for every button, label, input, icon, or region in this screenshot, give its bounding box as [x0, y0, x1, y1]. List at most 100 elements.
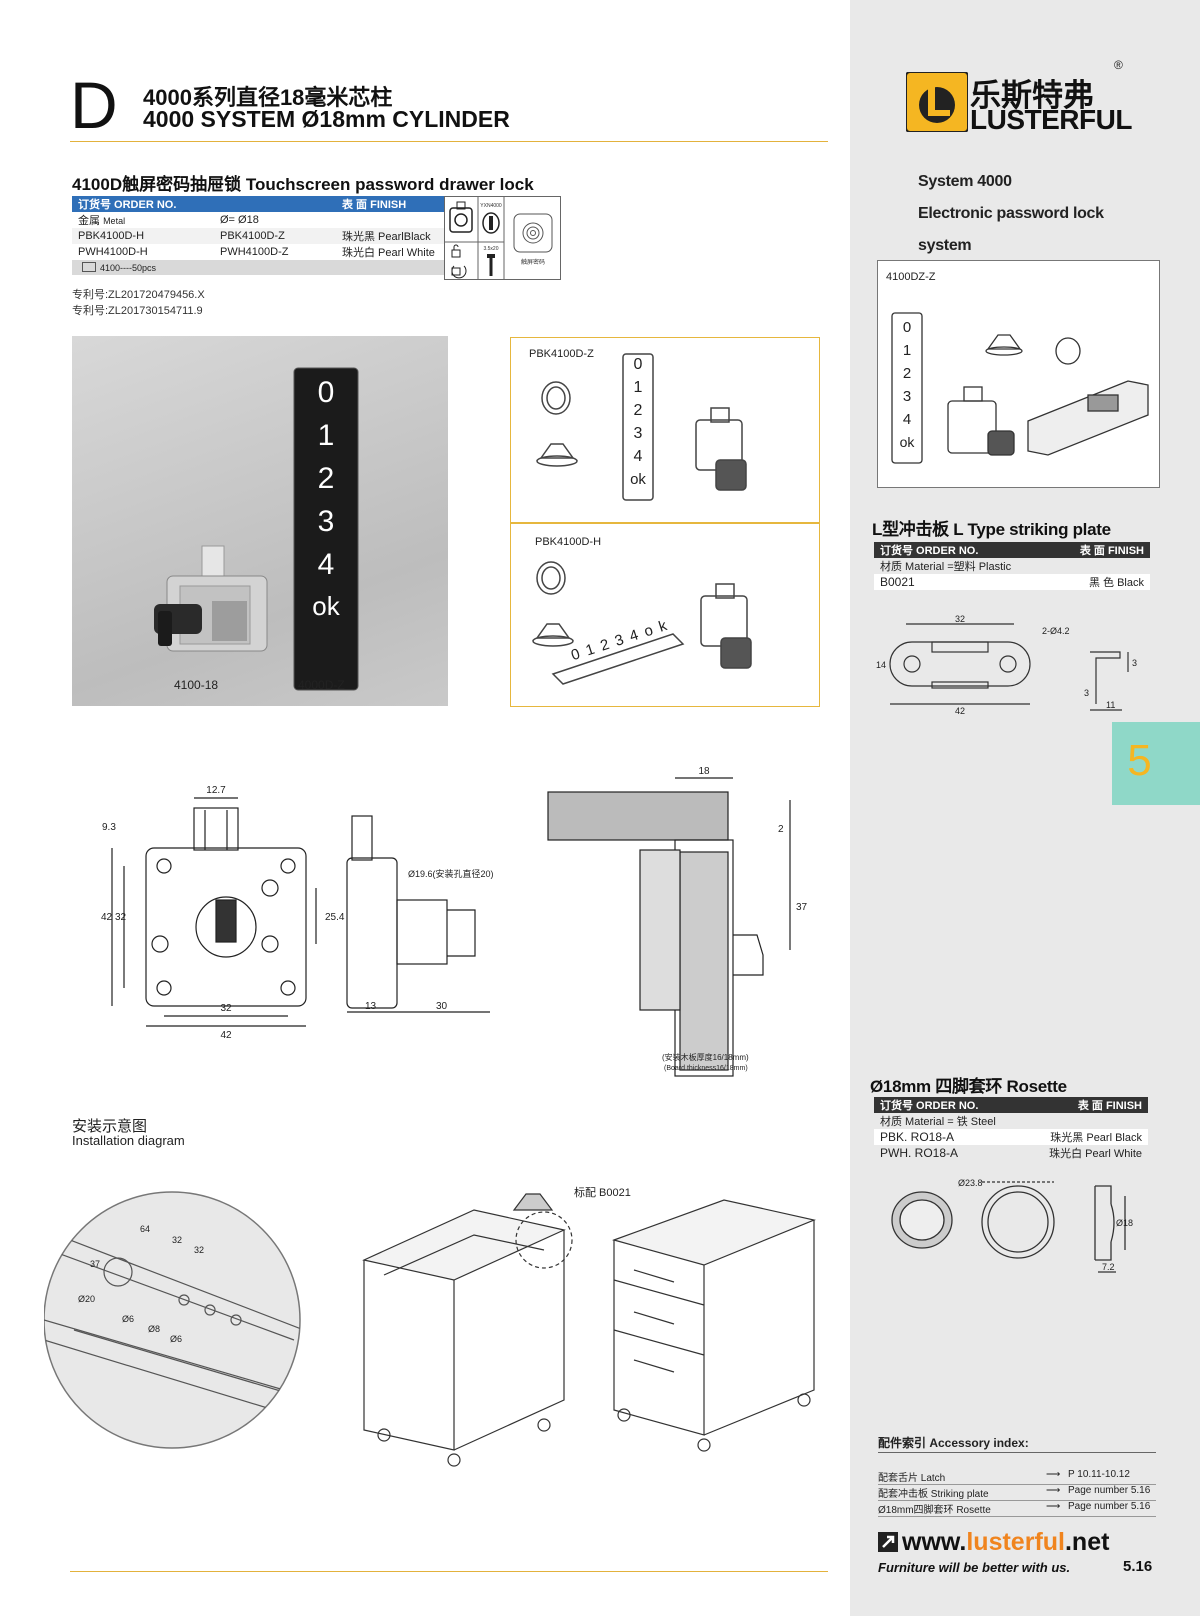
install-note-en: (Board thickness16/18mm)	[664, 1065, 748, 1072]
table-row: 材质 Material = 铁 Steel	[880, 1116, 996, 1128]
svg-text:3: 3	[1132, 658, 1137, 668]
photo-label-right: 4000D-Z	[298, 678, 345, 692]
dim-front-6: 32	[220, 1003, 232, 1014]
order-table: 订货号 ORDER NO. 表 面 FINISH 金属 Metal Ø= Ø18…	[72, 196, 444, 275]
table-row: 材质 Material =塑料 Plastic	[880, 561, 1012, 573]
section-title-cn: 4000系列直径18毫米芯柱	[143, 85, 393, 110]
keypad-ok: ok	[899, 434, 915, 450]
keypad-digit: 1	[317, 419, 335, 452]
svg-text:11: 11	[1106, 700, 1115, 710]
installation-drawing: 64 32 32 37 Ø20 Ø6 Ø8 Ø6 标配 B0021	[44, 1185, 817, 1467]
variant-top-label: PBK4100D-Z	[529, 348, 594, 360]
header-rule	[70, 141, 828, 142]
svg-text:42: 42	[955, 706, 965, 716]
dim-front-4: 42	[101, 912, 113, 923]
screw-label: 3.5x20	[483, 246, 498, 252]
page-reference: 5.16	[1123, 1558, 1153, 1575]
install-note-cn: (安装木板厚度16/18mm)	[662, 1052, 749, 1062]
keypad-digit: 0	[317, 376, 335, 409]
dim-side-2: 30	[436, 1001, 448, 1012]
accessory-row: 配套冲击板 Striking plate ⟶ Page number 5.16	[878, 1485, 1156, 1501]
variants-drawing	[532, 353, 752, 685]
installation-title-cn: 安装示意图	[72, 1118, 148, 1135]
dim-front-3: 25.4	[325, 912, 345, 923]
installation-title-en: Installation diagram	[72, 1133, 185, 1148]
svg-text:14: 14	[876, 660, 886, 670]
svg-text:32: 32	[194, 1245, 204, 1255]
page-number: 5	[1127, 736, 1152, 785]
footer-rule	[70, 1571, 828, 1572]
section-title-en: 4000 SYSTEM Ø18mm CYLINDER	[143, 106, 510, 132]
system-box-drawing	[891, 312, 1149, 464]
accessory-row: 配套舌片 Latch ⟶ P 10.11-10.12	[878, 1469, 1156, 1485]
product-photo-drawing	[154, 367, 359, 691]
svg-text:32: 32	[955, 614, 965, 624]
code-label: YXN4000	[480, 203, 502, 209]
keypad-digit: 1	[633, 379, 643, 396]
lusterful-logo-icon	[906, 72, 968, 132]
cylinder-icon	[482, 212, 500, 234]
box-icon	[82, 261, 96, 272]
keypad-digit: 0	[902, 319, 912, 336]
table-row: 4100----50pcs	[72, 260, 444, 275]
keypad-digit: 4	[317, 548, 335, 581]
keypad-digit: 3	[902, 388, 912, 405]
rotate-lock-icon	[451, 244, 467, 279]
rosette-title: Ø18mm 四脚套环 Rosette	[870, 1077, 1067, 1096]
product-title: 4100D触屏密码抽屉锁 Touchscreen password drawer…	[72, 175, 534, 194]
svg-text:Ø6: Ø6	[122, 1314, 134, 1324]
logo-cn: 乐斯特弗	[970, 78, 1094, 113]
tagline: Furniture will be better with us.	[878, 1560, 1071, 1575]
striking-plate-title: L型冲击板 L Type striking plate	[872, 520, 1111, 539]
keypad-digit: 2	[633, 402, 643, 419]
section-letter: D	[70, 68, 118, 142]
photo-label-left: 4100-18	[174, 678, 219, 692]
dim-side-1: 13	[365, 1001, 377, 1012]
website-link[interactable]: www.lusterful.net	[902, 1528, 1110, 1556]
keypad-digit: 4	[902, 411, 912, 428]
feature-icons: YXN4000 3.5x20 触屏密码	[444, 196, 561, 280]
standard-label: 标配 B0021	[574, 1185, 631, 1199]
dim-front-2: 9.3	[102, 822, 116, 833]
dim-front-1: 12.7	[206, 785, 226, 796]
svg-text:Ø18: Ø18	[1116, 1218, 1133, 1228]
dim-side-hole: Ø19.6(安装孔直径20)	[408, 868, 494, 879]
system-box-label: 4100DZ-Z	[886, 271, 936, 283]
accessory-row: Ø18mm四脚套环 Rosette ⟶ Page number 5.16	[878, 1501, 1156, 1517]
arrow-right-icon: ⟶	[1046, 1501, 1061, 1512]
dim-install-1: 18	[698, 766, 710, 777]
arrow-link-icon	[878, 1532, 898, 1552]
keypad-digit: 3	[633, 425, 643, 442]
svg-text:Ø6: Ø6	[170, 1334, 182, 1344]
rosette-table: 订货号 ORDER NO. 表 面 FINISH 材质 Material = 铁…	[874, 1097, 1148, 1161]
table-row: 订货号 ORDER NO. 表 面 FINISH	[874, 542, 1150, 558]
svg-text:64: 64	[140, 1224, 150, 1234]
keypad-digit: 1	[902, 342, 912, 359]
table-row: PBK4100D-H PBK4100D-Z 珠光黑 PearlBlack	[72, 228, 444, 244]
keypad-digit: 2	[902, 365, 912, 382]
patent-1: 专利号:ZL201720479456.X	[72, 289, 205, 301]
svg-text:37: 37	[90, 1259, 100, 1269]
patent-2: 专利号:ZL201730154711.9	[72, 305, 203, 317]
table-row: PWH. RO18-A 珠光白 Pearl White	[880, 1146, 1142, 1160]
keypad-digit: 0	[633, 356, 643, 373]
table-row: 订货号 ORDER NO. 表 面 FINISH	[874, 1097, 1148, 1113]
dim-install-3: 37	[796, 902, 808, 913]
system-box: 4100DZ-Z 0 1 2 3 4 ok	[877, 260, 1160, 488]
keypad-digit: 2	[317, 462, 335, 495]
keypad-ok: ok	[312, 591, 340, 621]
screw-icon	[487, 254, 495, 276]
touch-pad-icon	[513, 213, 553, 253]
table-row: PBK. RO18-A 珠光黑 Pearl Black	[874, 1129, 1148, 1145]
table-row: B0021 黑 色 Black	[874, 574, 1150, 590]
table-row: 金属 Metal Ø= Ø18	[78, 214, 259, 227]
page-number-tab: 5	[1112, 722, 1200, 805]
arrow-right-icon: ⟶	[1046, 1485, 1061, 1496]
keypad-digit: 4	[633, 448, 643, 465]
accessory-index-title: 配件索引 Accessory index:	[878, 1436, 1029, 1450]
dim-front-7: 42	[220, 1030, 232, 1041]
svg-text:3: 3	[1084, 688, 1089, 698]
photo-keypad: 0 1 2 3 4 ok	[294, 376, 358, 634]
system-description: System 4000 Electronic password lock sys…	[918, 173, 1104, 254]
dim-install-2: 2	[778, 824, 784, 835]
